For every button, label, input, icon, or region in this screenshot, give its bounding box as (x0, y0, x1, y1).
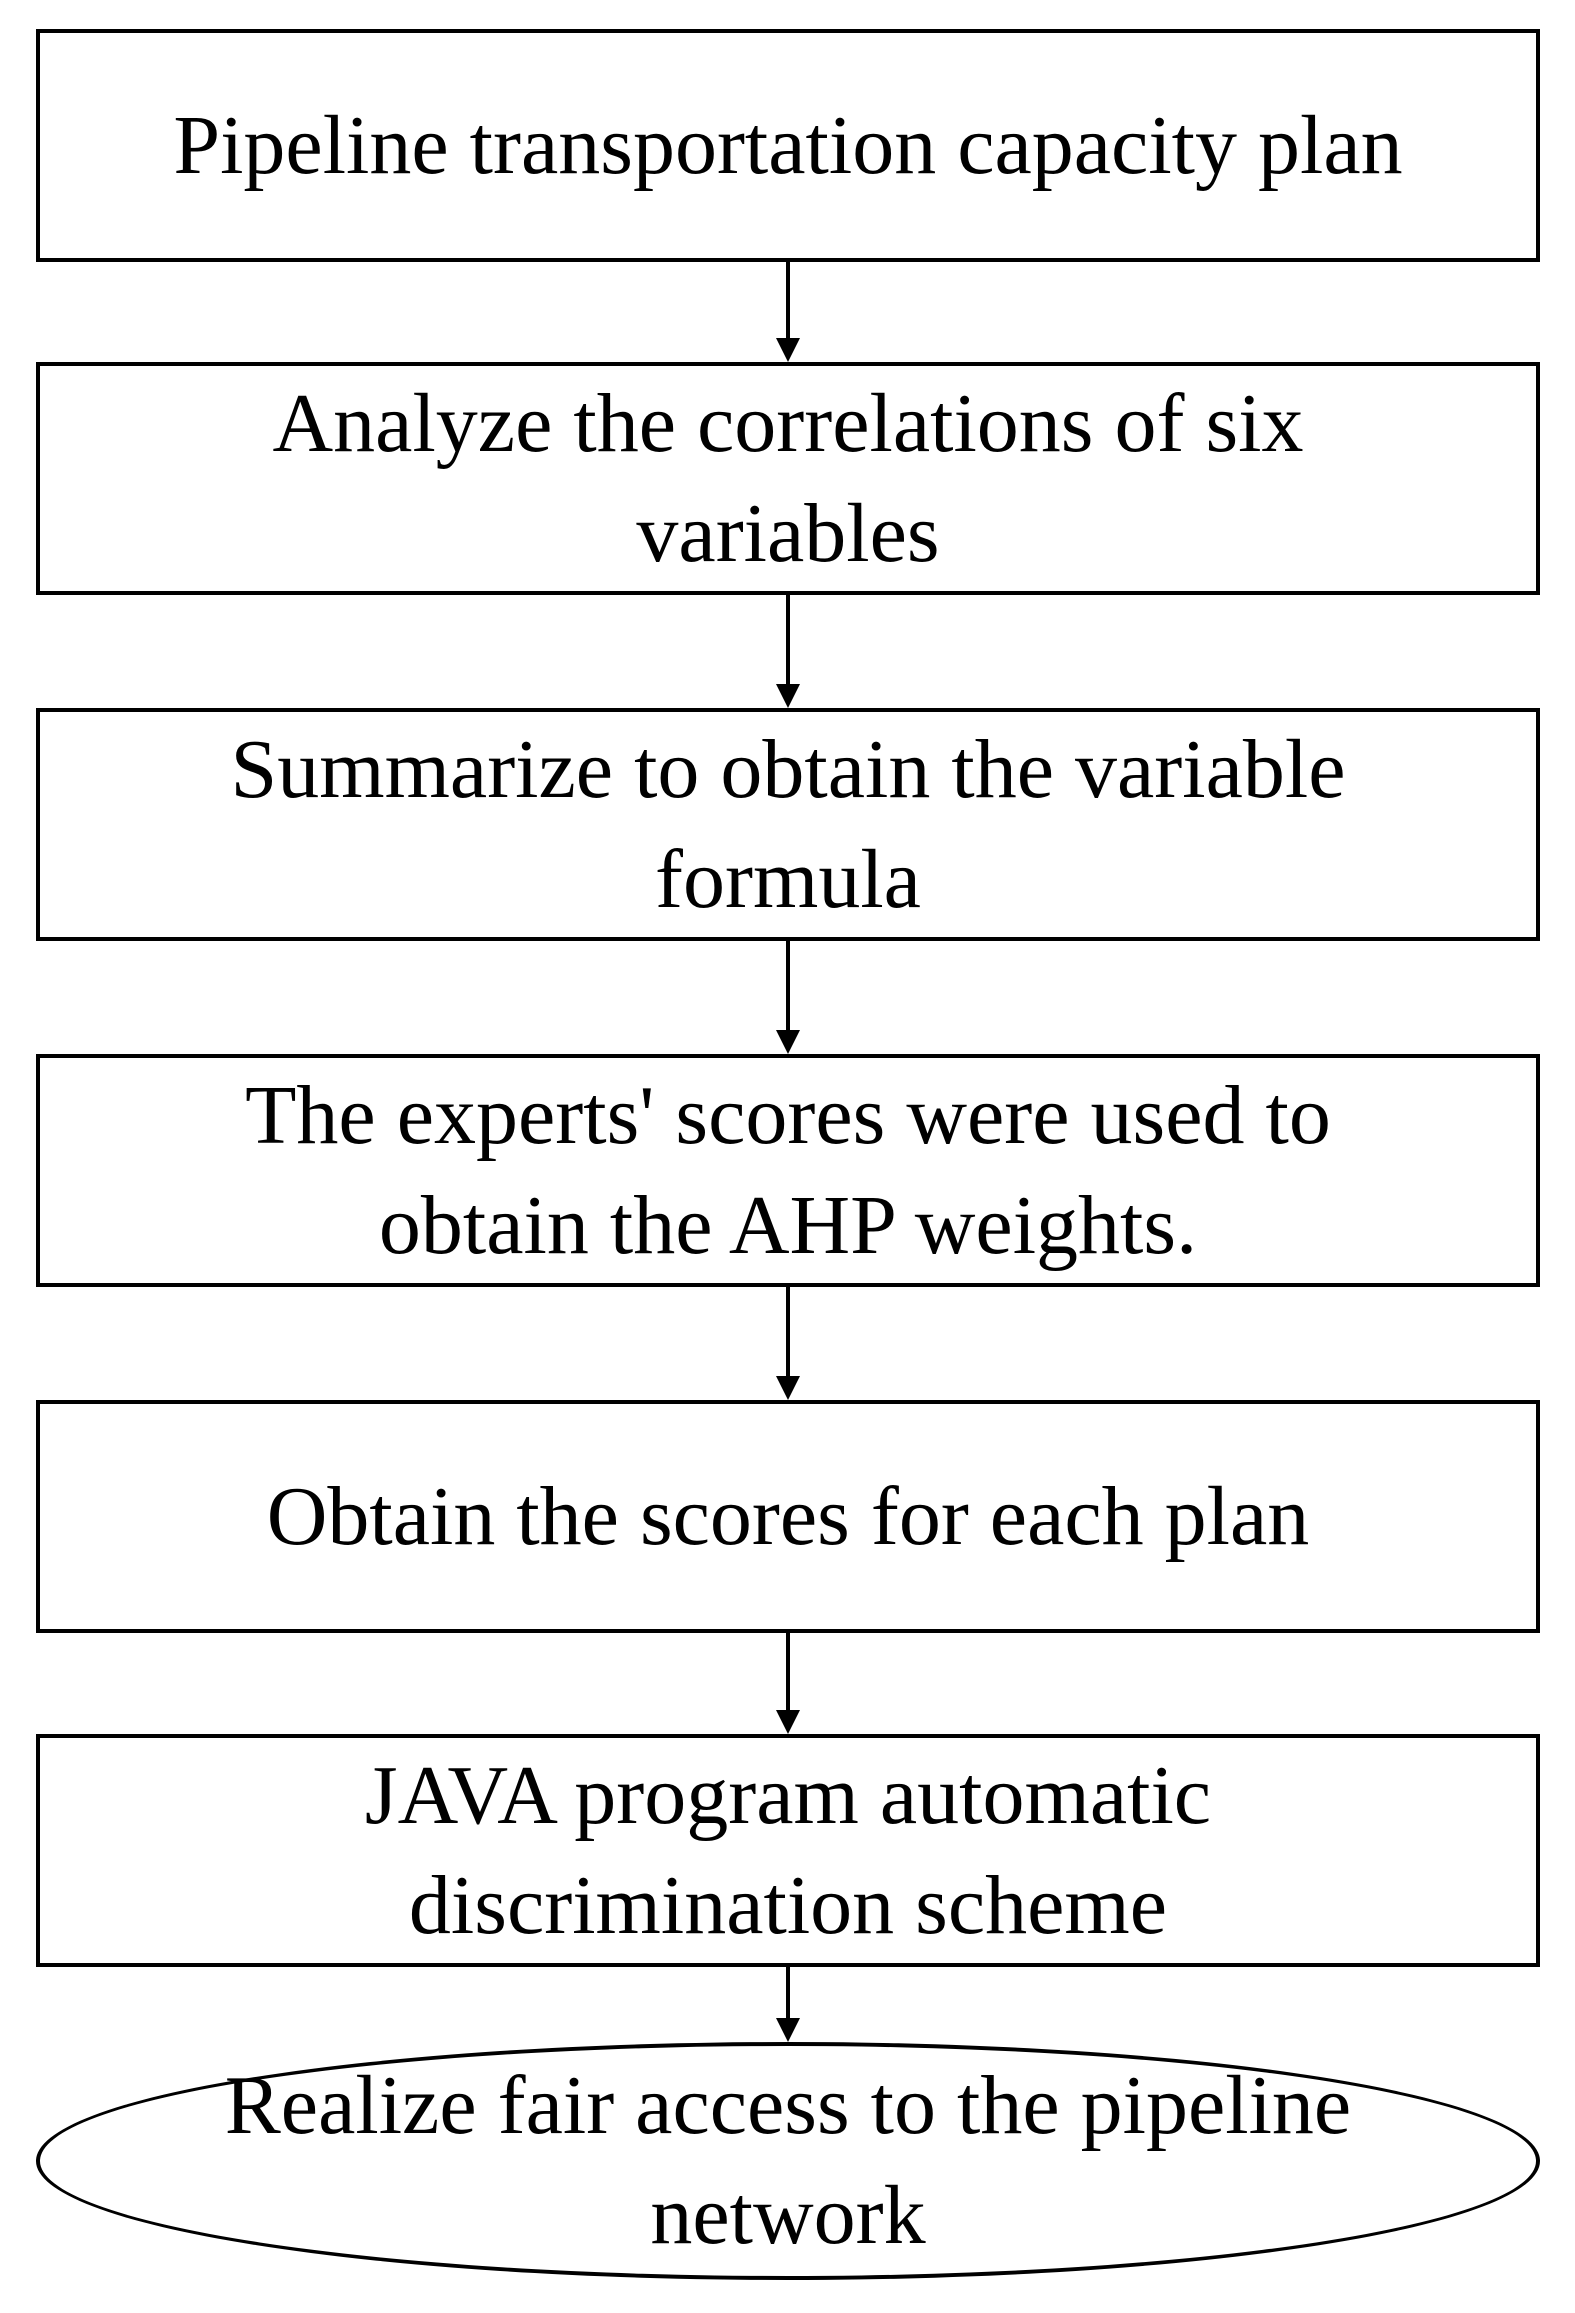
step-1-line-1: Pipeline transportation capacity plan (173, 98, 1403, 192)
step-6-line-1: JAVA program automatic (364, 1748, 1212, 1842)
step-3-label: Summarize to obtain the variable formula (191, 715, 1386, 935)
step-2-box: Analyze the correlations of six variable… (36, 362, 1540, 595)
step-2-label: Analyze the correlations of six variable… (233, 369, 1344, 589)
arrow-6-to-7 (776, 1967, 800, 2042)
step-6-label: JAVA program automatic discrimination sc… (325, 1741, 1251, 1961)
step-1-box: Pipeline transportation capacity plan (36, 29, 1540, 262)
step-2-line-2: variables (636, 486, 940, 580)
step-3-line-2: formula (655, 832, 921, 926)
step-7-label: Realize fair access to the pipeline netw… (185, 2051, 1391, 2271)
step-4-line-1: The experts' scores were used to (245, 1068, 1331, 1162)
arrow-5-to-6 (776, 1633, 800, 1734)
arrow-3-to-4 (776, 941, 800, 1054)
step-5-line-1: Obtain the scores for each plan (266, 1469, 1310, 1563)
step-6-line-2: discrimination scheme (408, 1858, 1168, 1952)
arrow-2-to-3 (776, 595, 800, 708)
step-1-label: Pipeline transportation capacity plan (133, 91, 1442, 201)
step-7-line-2: network (650, 2169, 926, 2262)
arrow-1-to-2 (776, 262, 800, 362)
step-6-box: JAVA program automatic discrimination sc… (36, 1734, 1540, 1967)
arrow-4-to-5 (776, 1287, 800, 1400)
step-4-line-2: obtain the AHP weights. (378, 1178, 1198, 1272)
step-5-box: Obtain the scores for each plan (36, 1400, 1540, 1633)
step-2-line-1: Analyze the correlations of six (272, 376, 1304, 470)
step-3-box: Summarize to obtain the variable formula (36, 708, 1540, 941)
step-7-terminal: Realize fair access to the pipeline netw… (36, 2042, 1540, 2280)
step-4-label: The experts' scores were used to obtain … (205, 1061, 1371, 1281)
step-3-line-1: Summarize to obtain the variable (230, 722, 1346, 816)
step-4-box: The experts' scores were used to obtain … (36, 1054, 1540, 1287)
step-5-label: Obtain the scores for each plan (227, 1462, 1350, 1572)
step-7-line-1: Realize fair access to the pipeline (224, 2059, 1352, 2152)
